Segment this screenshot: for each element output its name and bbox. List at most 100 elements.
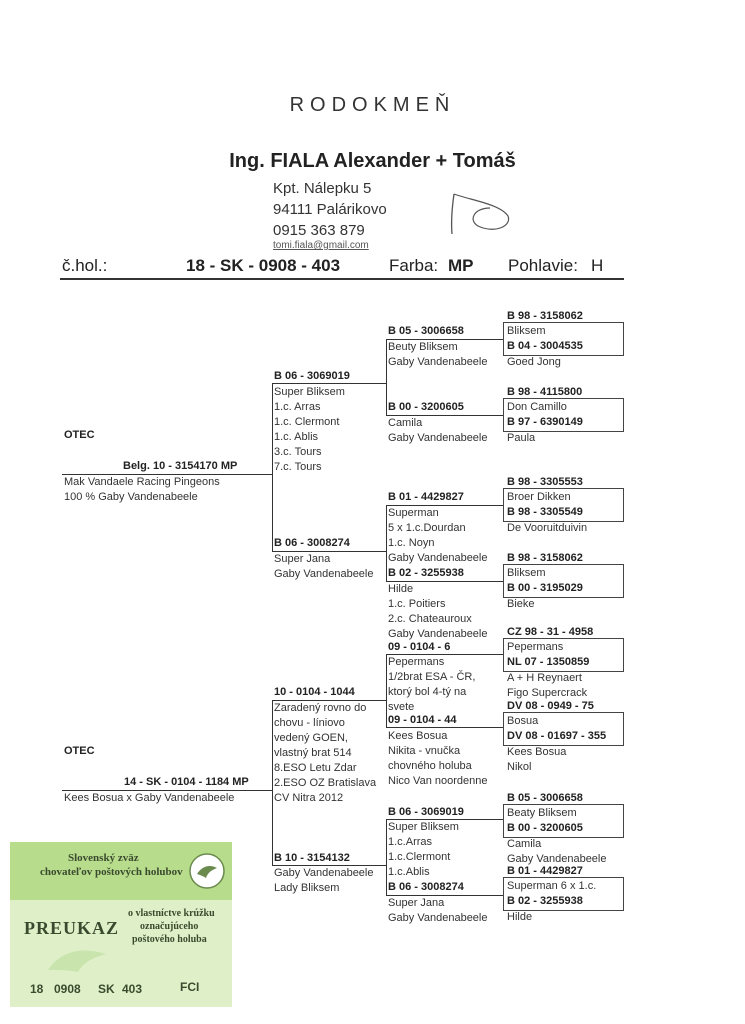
gen2-mf-line-4: vlastný brat 514 (274, 747, 352, 759)
gen3-3-ring: B 01 - 4429827 (388, 491, 464, 503)
card-ring-year: 18 (30, 982, 44, 996)
gen4-10-name: A + H Reynaert (507, 672, 582, 684)
gen2-fm-line-2: Gaby Vandenabeele (274, 568, 374, 580)
gen4-16-name: Hilde (507, 911, 533, 923)
card-org-line-2: chovateľov poštových holubov (40, 866, 183, 878)
gen3-5-line-3: ktorý bol 4-tý na (388, 686, 467, 698)
mother-heading: OTEC (64, 745, 95, 757)
gen3-2-line-2: Gaby Vandenabeele (388, 432, 488, 444)
gen3-1-ring: B 05 - 3006658 (388, 325, 464, 337)
gen3-8-line-2: Gaby Vandenabeele (388, 912, 488, 924)
gen3-3-line-4: Gaby Vandenabeele (388, 552, 488, 564)
card-desc-1: o vlastníctve krúžku (128, 908, 215, 919)
gen3-7-line (386, 819, 503, 820)
gen4-8-ring: B 00 - 3195029 (507, 582, 583, 594)
gen3-4-line (386, 581, 503, 582)
gen4-5-name: Broer Dikken (507, 491, 571, 503)
gen3-4-ring: B 02 - 3255938 (388, 567, 464, 579)
gen2-ff-line-2: 1.c. Arras (274, 401, 321, 413)
gen3-5-line-2: 1/2brat ESA - ČR, (388, 671, 476, 683)
gen4-11-name: Bosua (507, 715, 539, 727)
gen3-6-ring: 09 - 0104 - 44 (388, 714, 457, 726)
father-heading: OTEC (64, 429, 95, 441)
father-connector (272, 383, 273, 551)
gen3-4-line-1: Hilde (388, 583, 414, 595)
gen4-11-ring: DV 08 - 0949 - 75 (507, 700, 594, 712)
gen3-2-line-1: Camila (388, 417, 423, 429)
gen3-7-line-3: 1.c.Clermont (388, 851, 451, 863)
gen4-7-name: Bliksem (507, 567, 546, 579)
gen3-6-line (386, 727, 503, 728)
gen2-ff-line-5: 3.c. Tours (274, 446, 322, 458)
owner-email: tomi.fiala@gmail.com (273, 240, 369, 251)
card-ring-country: SK (98, 982, 115, 996)
owner-name: Ing. FIALA Alexander + Tomáš (229, 150, 516, 172)
gen3-3-line (386, 505, 503, 506)
gen3-6-line-1: Kees Bosua (388, 730, 448, 742)
gen3-8-line-1: Super Jana (388, 897, 445, 909)
gen3-3-line-3: 1.c. Noyn (388, 537, 435, 549)
document-title: RODOKMEŇ (289, 94, 456, 116)
gen3-7-ring: B 06 - 3069019 (388, 806, 464, 818)
gen4-2-ring: B 04 - 3004535 (507, 340, 583, 352)
gen4-3-name: Don Camillo (507, 401, 567, 413)
mother-note-1: Kees Bosua x Gaby Vandenabeele (64, 792, 235, 804)
gen3-2-line (386, 415, 503, 416)
card-title: PREUKAZ (24, 918, 120, 938)
gen3-7-line-2: 1.c.Arras (388, 836, 433, 848)
gen2-mf-line-7: CV Nitra 2012 (274, 792, 344, 804)
card-fci: FCI (180, 980, 200, 994)
gen2-mf-line-1: Zaradený rovno do (274, 702, 367, 714)
gen2-ff-connector (386, 339, 387, 415)
gen2-ff-line-4: 1.c. Ablis (274, 431, 319, 443)
owner-street: Kpt. Nálepku 5 (273, 180, 372, 197)
gen4-7-ring: B 98 - 3158062 (507, 552, 583, 564)
card-ring-suffix: 403 (122, 982, 143, 996)
gen3-6-line-3: chovného holuba (388, 760, 472, 772)
mother-ring: 14 - SK - 0104 - 1184 MP (124, 776, 249, 788)
gen4-box-6 (503, 712, 624, 746)
ring-label: č.hol.: (62, 256, 108, 275)
gen4-13-name: Beaty Bliksem (507, 807, 577, 819)
gen4-2-name: Goed Jong (507, 356, 561, 368)
gen2-ff-line-6: 7.c. Tours (274, 461, 322, 473)
ring-number: 18 - SK - 0908 - 403 (186, 256, 341, 275)
gen2-ff-line-3: 1.c. Clermont (274, 416, 340, 428)
gen2-mf-line-3: vedený GOEN, (274, 732, 348, 744)
father-note-1: Mak Vandaele Racing Pingeons (64, 476, 220, 488)
sex-label: Pohlavie: (508, 256, 578, 275)
gen2-mm-line-2: Lady Bliksem (274, 882, 340, 894)
gen4-16-ring: B 02 - 3255938 (507, 895, 583, 907)
gen3-4-line-2: 1.c. Poitiers (388, 598, 446, 610)
gen2-mm-connector (386, 819, 387, 895)
gen3-6-line-2: Nikita - vnučka (388, 745, 461, 757)
gen4-box-4 (503, 564, 624, 598)
gen2-mf-line (272, 700, 386, 701)
gen3-3-line-2: 5 x 1.c.Dourdan (388, 522, 466, 534)
gen2-mm-ring: B 10 - 3154132 (274, 852, 350, 864)
gen4-4-ring: B 97 - 6390149 (507, 416, 583, 428)
gen4-box-3 (503, 488, 624, 522)
gen4-5-ring: B 98 - 3305553 (507, 476, 583, 488)
gen4-12-name: Kees Bosua (507, 746, 567, 758)
gen2-ff-line (272, 383, 386, 384)
gen3-3-line-1: Superman (388, 507, 439, 519)
gen2-mf-ring: 10 - 0104 - 1044 (274, 686, 355, 698)
header-rule (60, 278, 624, 280)
owner-city: 94111 Palárikovo (273, 201, 387, 218)
pigeon-emblem-icon (189, 853, 225, 889)
gen3-4-line-4: Gaby Vandenabeele (388, 628, 488, 640)
gen2-mm-line-1: Gaby Vandenabeele (274, 867, 374, 879)
card-ring-number: 0908 (54, 982, 81, 996)
gen4-15-ring: B 01 - 4429827 (507, 865, 583, 877)
gen3-7-line-1: Super Bliksem (388, 821, 459, 833)
gen2-mf-line-6: 2.ESO OZ Bratislava (274, 777, 377, 789)
father-ring: Belg. 10 - 3154170 MP (123, 460, 238, 472)
gen4-13-ring: B 05 - 3006658 (507, 792, 583, 804)
color-label: Farba: (389, 256, 439, 275)
sex-value: H (591, 256, 604, 275)
gen4-box-1 (503, 322, 624, 356)
mother-line (62, 790, 272, 791)
ring-ownership-card: Slovenský zväz chovateľov poštových holu… (10, 842, 232, 1007)
gen4-12-name-2: Nikol (507, 761, 532, 773)
